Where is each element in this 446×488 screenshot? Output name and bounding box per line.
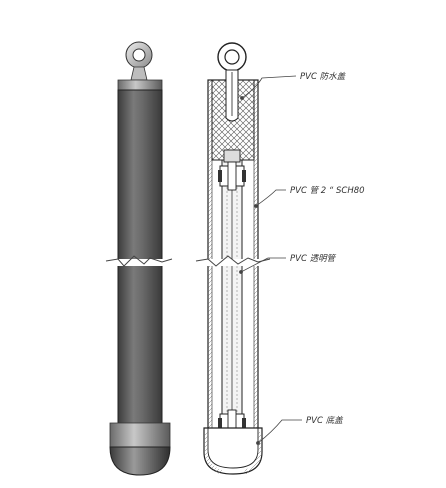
section-break-line <box>195 255 271 267</box>
exterior-view <box>105 41 173 476</box>
exterior-break-line <box>105 255 173 267</box>
label-pvc-cap: PVC 防水盖 <box>300 71 347 82</box>
label-pvc-pipe: PVC 管 2 “ SCH80 <box>290 185 365 196</box>
leader-lines <box>239 75 302 445</box>
exterior-bottom-cap <box>109 422 171 448</box>
exterior-bottom-dome <box>109 446 171 476</box>
section-bottom-cap <box>203 427 263 475</box>
exterior-pipe-lower <box>117 266 163 426</box>
exterior-top-cap <box>117 79 163 91</box>
label-pvc-transparent-tube: PVC 透明管 <box>290 253 337 264</box>
upper-fitting <box>218 149 246 191</box>
exterior-pipe-upper <box>117 89 163 259</box>
section-view <box>195 42 271 475</box>
label-pvc-bottom-cap: PVC 底盖 <box>306 415 344 426</box>
